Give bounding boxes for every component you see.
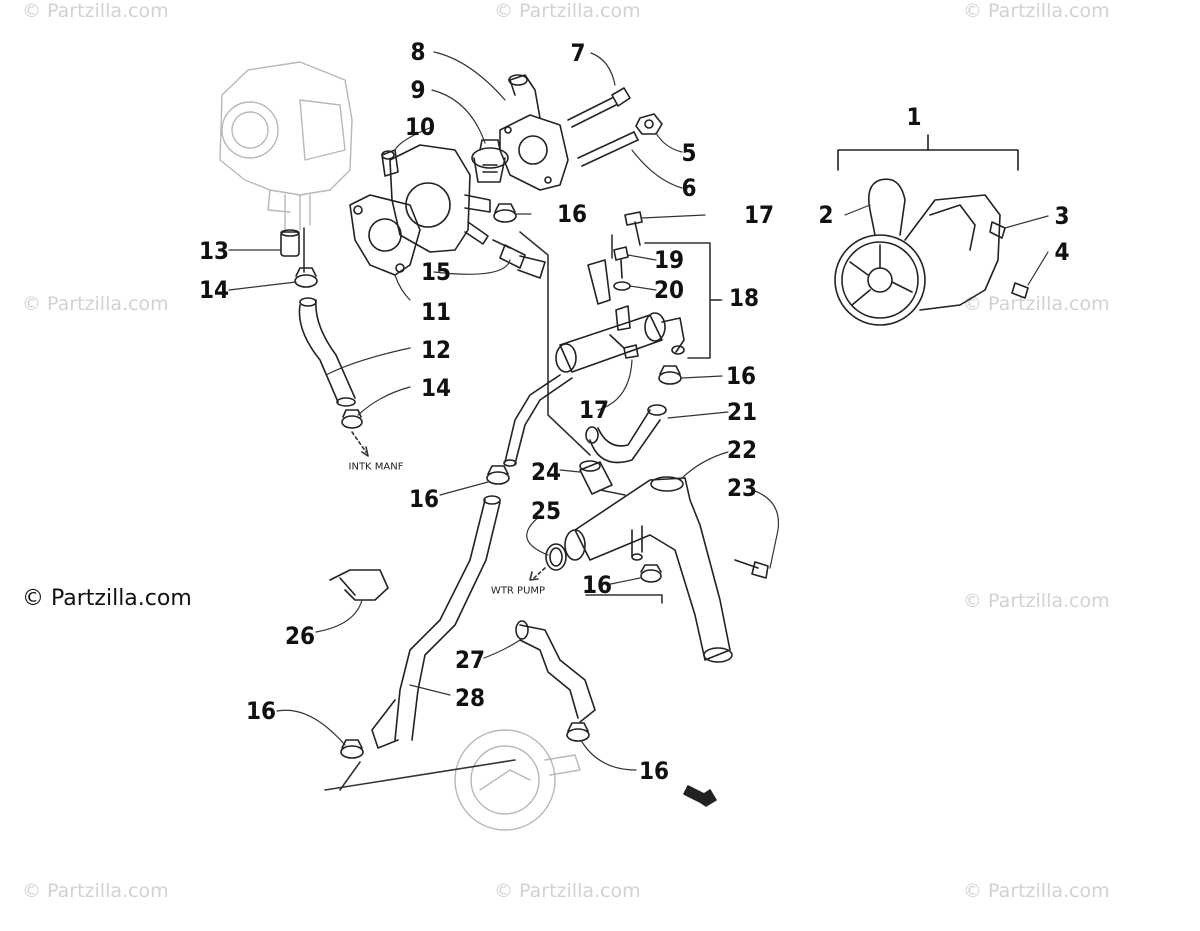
callout-25: 25 <box>530 497 562 525</box>
water-pump-note: WTR PUMP <box>490 585 546 597</box>
part-4-bolt <box>1011 282 1029 299</box>
part-7-bolt <box>567 87 631 128</box>
watermark: © Partzilla.com <box>963 590 1110 612</box>
part-16-clamp-c <box>486 465 510 485</box>
callout-22: 22 <box>726 436 758 464</box>
callout-24: 24 <box>530 458 562 486</box>
callout-28: 28 <box>454 684 486 712</box>
part-14-clamp-bottom <box>341 409 363 429</box>
callout-3: 3 <box>1054 202 1070 230</box>
callout-5: 5 <box>681 139 697 167</box>
part-16-clamp-e <box>340 739 364 759</box>
callout-27: 27 <box>454 646 486 674</box>
part-8-cover <box>499 74 569 191</box>
part-18-pipe-assembly <box>503 259 685 467</box>
callout-8: 8 <box>410 38 426 66</box>
direction-arrow <box>683 785 717 807</box>
callout-4: 4 <box>1054 238 1070 266</box>
callout-20: 20 <box>653 276 685 304</box>
part-17-bolt-top <box>624 211 643 246</box>
part-13-hose <box>280 229 300 257</box>
part-26-clip <box>329 569 389 601</box>
callout-26: 26 <box>284 622 316 650</box>
part-22-pipe <box>564 476 733 663</box>
callout-14: 14 <box>198 276 230 304</box>
part-10-housing <box>381 144 491 253</box>
part-15-sensor <box>492 239 546 279</box>
callout-19: 19 <box>653 246 685 274</box>
part-3-bolt <box>989 221 1006 239</box>
leader-lines <box>228 51 1049 771</box>
watermark: © Partzilla.com <box>963 0 1110 22</box>
part-14-clamp-top <box>294 267 318 288</box>
water-pump-ghost <box>454 729 581 831</box>
callout-16: 16 <box>581 571 613 599</box>
callout-6: 6 <box>681 174 697 202</box>
part-20-washer <box>613 281 631 291</box>
copyright-text: © Partzilla.com <box>22 586 192 611</box>
callout-16: 16 <box>556 200 588 228</box>
watermark: © Partzilla.com <box>494 880 641 902</box>
watermark: © Partzilla.com <box>963 293 1110 315</box>
part-23-bolt <box>734 559 769 579</box>
callout-16: 16 <box>245 697 277 725</box>
part-25-oring <box>545 543 567 571</box>
intake-manifold-note: INTK MANF <box>348 461 404 473</box>
callout-16: 16 <box>725 362 757 390</box>
part-5-nut <box>635 113 663 135</box>
watermark: © Partzilla.com <box>22 0 169 22</box>
part-16-clamp-d <box>640 564 662 583</box>
part-24-hose <box>579 460 613 495</box>
callout-2: 2 <box>818 201 834 229</box>
part-27-hose <box>515 620 596 723</box>
part-21-hose <box>585 404 667 464</box>
part-17-bolt-lower <box>609 334 639 359</box>
watermark: © Partzilla.com <box>963 880 1110 902</box>
part-9-thermostat <box>471 139 509 183</box>
callout-17: 17 <box>743 201 775 229</box>
callout-14: 14 <box>420 374 452 402</box>
watermark: © Partzilla.com <box>494 0 641 22</box>
callout-7: 7 <box>570 39 586 67</box>
part-11-gasket <box>349 194 421 276</box>
throttle-body-ghost <box>219 61 353 231</box>
part-12-hose <box>298 297 356 407</box>
callout-23: 23 <box>726 474 758 502</box>
part-16-clamp-b <box>658 365 682 385</box>
callout-11: 11 <box>420 298 452 326</box>
watermark: © Partzilla.com <box>22 293 169 315</box>
watermark: © Partzilla.com <box>22 880 169 902</box>
part-16-clamp-f <box>566 722 590 742</box>
callout-16: 16 <box>638 757 670 785</box>
part-6-stud <box>577 131 639 167</box>
part-28-hose <box>371 495 501 749</box>
callout-15: 15 <box>420 258 452 286</box>
callout-18: 18 <box>728 284 760 312</box>
part-1-pump-assembly <box>834 134 1019 326</box>
callout-13: 13 <box>198 237 230 265</box>
part-19-bolt <box>613 246 629 279</box>
callout-17: 17 <box>578 396 610 424</box>
callout-12: 12 <box>420 336 452 364</box>
callout-21: 21 <box>726 398 758 426</box>
callout-9: 9 <box>410 76 426 104</box>
callout-10: 10 <box>404 113 436 141</box>
part-16-clamp-a <box>493 203 517 223</box>
callout-1: 1 <box>906 103 922 131</box>
callout-16: 16 <box>408 485 440 513</box>
